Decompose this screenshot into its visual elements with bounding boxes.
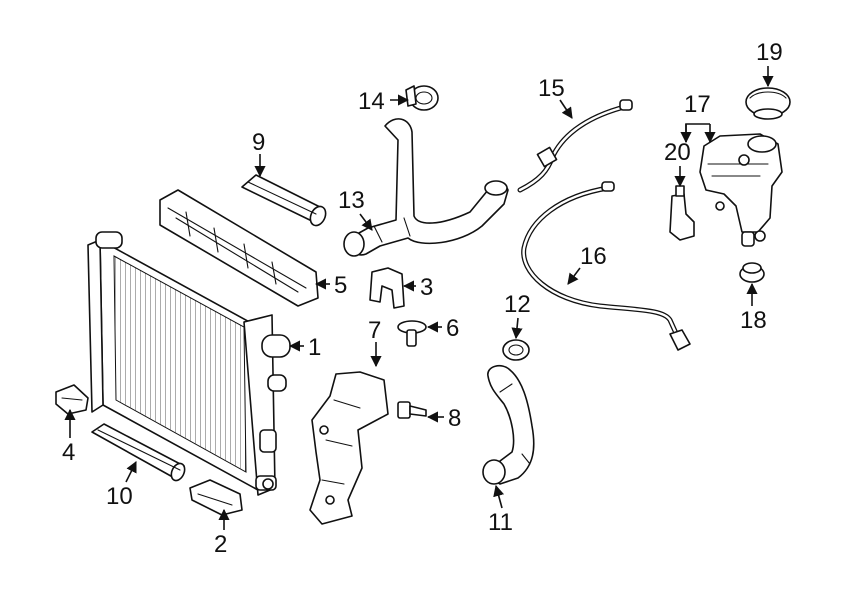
callout-14: 14	[358, 88, 385, 115]
callout-13: 13	[338, 187, 365, 214]
vent-hose-long	[521, 181, 691, 351]
bolt	[397, 401, 427, 419]
reservoir-cap	[745, 87, 791, 120]
callout-11: 11	[488, 509, 513, 536]
upper-radiator-hose	[343, 118, 509, 257]
callout-2: 2	[214, 531, 227, 558]
leader-lines	[64, 66, 774, 530]
coolant-reservoir	[699, 133, 783, 247]
callout-7: 7	[368, 317, 381, 344]
seal-strip-upper	[241, 174, 327, 227]
callout-1: 1	[308, 334, 321, 361]
mount-bracket-left	[55, 384, 89, 415]
upper-air-guide	[159, 189, 319, 307]
callout-5: 5	[334, 272, 347, 299]
callout-20: 20	[664, 139, 691, 166]
callout-3: 3	[420, 274, 433, 301]
lower-bracket	[189, 479, 243, 516]
seal-strip-lower	[91, 423, 186, 482]
push-pin-clip	[397, 320, 427, 347]
vent-hose-upper	[517, 99, 633, 193]
callout-16: 16	[580, 243, 607, 270]
radiator	[87, 231, 291, 496]
callout-8: 8	[448, 405, 461, 432]
lower-radiator-hose	[482, 364, 535, 485]
callout-12: 12	[504, 291, 531, 318]
callout-19: 19	[756, 39, 783, 66]
callout-18: 18	[740, 307, 767, 334]
coolant-level-sensor	[669, 185, 695, 241]
side-air-guide	[309, 371, 389, 525]
mount-rubber	[369, 267, 405, 309]
callout-17: 17	[684, 91, 711, 118]
callout-4: 4	[62, 439, 75, 466]
callout-15: 15	[538, 75, 565, 102]
callout-10: 10	[106, 483, 133, 510]
callout-6: 6	[446, 315, 459, 342]
hose-clamp-lower	[502, 339, 530, 361]
hose-clamp-upper	[405, 85, 439, 111]
callout-9: 9	[252, 129, 265, 156]
reservoir-grommet	[739, 262, 765, 283]
